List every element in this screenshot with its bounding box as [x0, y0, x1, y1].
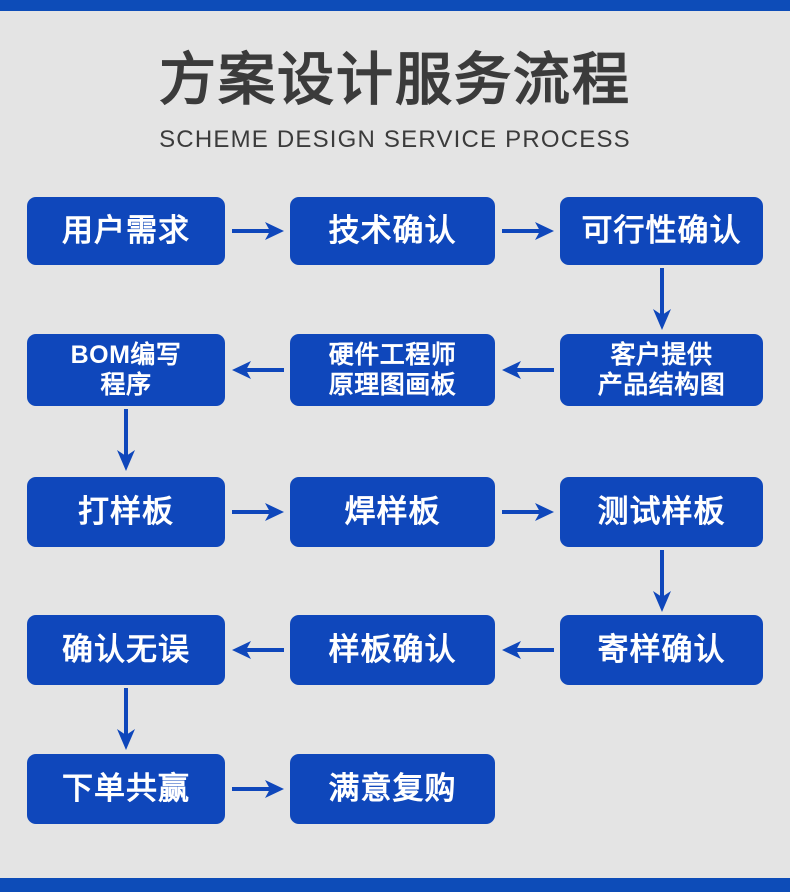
flow-node-user-requirement[interactable]: 用户需求 — [27, 197, 225, 265]
flow-node-label: 客户提供 产品结构图 — [597, 341, 726, 399]
flow-node-label: 确认无误 — [62, 632, 190, 667]
arrow-right-n8-n9 — [502, 502, 554, 522]
flow-node-label: 硬件工程师 原理图画板 — [328, 341, 457, 399]
arrow-left-n11-n12 — [232, 640, 284, 660]
flow-node-make-sample-board[interactable]: 打样板 — [27, 477, 225, 547]
flow-node-tech-confirm[interactable]: 技术确认 — [290, 197, 495, 265]
flow-node-sample-board-confirm[interactable]: 样板确认 — [290, 615, 495, 685]
top-accent-bar — [0, 0, 790, 11]
flow-node-label: 可行性确认 — [581, 213, 742, 248]
flow-node-label: 满意复购 — [328, 771, 457, 806]
flow-node-label: 用户需求 — [62, 213, 190, 248]
flow-node-label: 测试样板 — [597, 494, 726, 529]
bottom-accent-bar — [0, 878, 790, 892]
arrow-down-n6-n7 — [116, 409, 136, 471]
flow-node-test-sample-board[interactable]: 测试样板 — [560, 477, 763, 547]
flow-node-label: 打样板 — [78, 494, 174, 529]
arrow-right-n7-n8 — [232, 502, 284, 522]
arrow-right-n13-n14 — [232, 779, 284, 799]
arrow-left-n10-n11 — [502, 640, 554, 660]
flow-node-label: BOM编写 程序 — [70, 341, 182, 399]
flow-node-label: 样板确认 — [328, 632, 457, 667]
flow-node-label: 下单共赢 — [62, 771, 190, 806]
flow-node-label: 技术确认 — [328, 213, 457, 248]
flow-node-satisfied-repurchase[interactable]: 满意复购 — [290, 754, 495, 824]
arrow-down-n9-n10 — [652, 550, 672, 612]
flow-node-label: 寄样确认 — [597, 632, 726, 667]
arrow-right-n2-n3 — [502, 221, 554, 241]
flow-node-confirm-no-error[interactable]: 确认无误 — [27, 615, 225, 685]
arrow-left-n4-n5 — [502, 360, 554, 380]
flow-node-bom-program[interactable]: BOM编写 程序 — [27, 334, 225, 406]
flow-node-solder-sample-board[interactable]: 焊样板 — [290, 477, 495, 547]
flow-node-customer-structure-drawing[interactable]: 客户提供 产品结构图 — [560, 334, 763, 406]
page-subtitle: SCHEME DESIGN SERVICE PROCESS — [159, 126, 631, 153]
arrow-right-n1-n2 — [232, 221, 284, 241]
flow-node-place-order-win-win[interactable]: 下单共赢 — [27, 754, 225, 824]
flow-node-hardware-engineer-schematic[interactable]: 硬件工程师 原理图画板 — [290, 334, 495, 406]
flow-node-feasibility-confirm[interactable]: 可行性确认 — [560, 197, 763, 265]
arrow-down-n12-n13 — [116, 688, 136, 750]
flow-node-label: 焊样板 — [344, 494, 441, 529]
arrow-left-n5-n6 — [232, 360, 284, 380]
page-title: 方案设计服务流程 — [159, 48, 631, 112]
flow-node-send-sample-confirm[interactable]: 寄样确认 — [560, 615, 763, 685]
header: 方案设计服务流程 SCHEME DESIGN SERVICE PROCESS — [0, 46, 790, 154]
arrow-down-n3-n4 — [652, 268, 672, 330]
